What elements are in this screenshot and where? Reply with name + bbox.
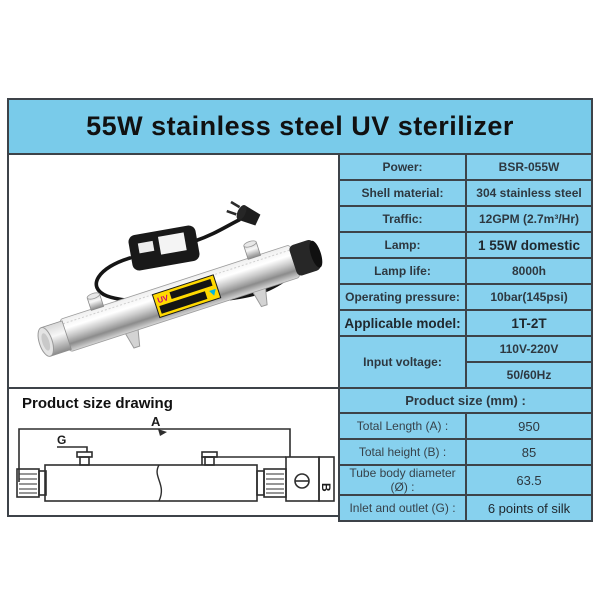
plug-cable: [193, 218, 241, 243]
page-title: 55W stainless steel UV sterilizer: [7, 98, 593, 155]
table-row: Power: BSR-055W: [338, 153, 593, 181]
size-value: 6 points of silk: [465, 494, 593, 522]
dim-label-a: A: [151, 414, 161, 429]
size-label: Inlet and outlet (G) :: [338, 494, 467, 522]
spec-label: Applicable model:: [338, 309, 467, 337]
spec-value: 8000h: [465, 257, 593, 285]
spec-label: Shell material:: [338, 179, 467, 207]
spec-value: 110V-220V: [465, 335, 593, 363]
table-row: Operating pressure: 10bar(145psi): [338, 283, 593, 311]
uv-sterilizer-photo-image: UV: [37, 200, 323, 357]
spec-label: Lamp life:: [338, 257, 467, 285]
table-row: 50/60Hz: [339, 361, 593, 389]
table-row: Lamp life: 8000h: [338, 257, 593, 285]
table-row: Inlet and outlet (G) : 6 points of silk: [338, 494, 593, 522]
spec-label: Operating pressure:: [338, 283, 467, 311]
size-label: Total Length (A) :: [338, 412, 467, 440]
size-label: Tube body diameter (Ø) :: [338, 464, 467, 496]
table-row: Total Length (A) : 950: [338, 412, 593, 440]
spec-value: 304 stainless steel: [465, 179, 593, 207]
size-table: Product size (mm) : Total Length (A) : 9…: [338, 387, 593, 522]
table-row: Applicable model: 1T-2T: [338, 309, 593, 337]
table-row: Tube body diameter (Ø) : 63.5: [338, 464, 593, 496]
spec-value: BSR-055W: [465, 153, 593, 181]
product-photo-panel: UV: [7, 153, 340, 389]
ballast-box: [128, 225, 200, 271]
table-row: Input voltage: 110V-220V: [338, 335, 593, 389]
table-row: Total height (B) : 85: [338, 438, 593, 466]
table-row: Traffic: 12GPM (2.7m³/Hr): [338, 205, 593, 233]
inlet-port: [86, 292, 105, 311]
spec-value: 50/60Hz: [465, 361, 593, 389]
spec-label: Traffic:: [338, 205, 467, 233]
spec-label: Lamp:: [338, 231, 467, 259]
spec-value: 1T-2T: [465, 309, 593, 337]
size-value: 63.5: [465, 464, 593, 496]
spec-value: 12GPM (2.7m³/Hr): [465, 205, 593, 233]
table-row: Shell material: 304 stainless steel: [338, 179, 593, 207]
table-row: Product size (mm) :: [338, 387, 593, 414]
steel-tube: UV: [37, 239, 323, 357]
size-value: 950: [465, 412, 593, 440]
size-label: Total height (B) :: [338, 438, 467, 466]
drawing-title: Product size drawing: [22, 395, 173, 412]
spec-table: Power: BSR-055W Shell material: 304 stai…: [338, 153, 593, 389]
page-title-text: 55W stainless steel UV sterilizer: [86, 111, 514, 141]
product-label: UV: [151, 274, 222, 319]
spec-value: 10bar(145psi): [465, 283, 593, 311]
size-drawing-image: A G B: [16, 414, 335, 502]
dim-label-g: G: [57, 433, 66, 447]
table-row: Lamp: 1 55W domestic: [338, 231, 593, 259]
spec-label: Power:: [338, 153, 467, 181]
label-uv-text: UV: [156, 293, 170, 305]
size-table-header: Product size (mm) :: [338, 387, 593, 414]
power-plug: [226, 200, 261, 226]
product-spec-sheet: 55W stainless steel UV sterilizer: [7, 98, 593, 522]
outlet-port: [243, 240, 262, 260]
size-drawing-panel: Product size drawing: [7, 387, 340, 517]
size-value: 85: [465, 438, 593, 466]
spec-value: 1 55W domestic: [465, 231, 593, 259]
dim-label-b: B: [319, 483, 333, 492]
spec-label: Input voltage:: [338, 335, 467, 389]
